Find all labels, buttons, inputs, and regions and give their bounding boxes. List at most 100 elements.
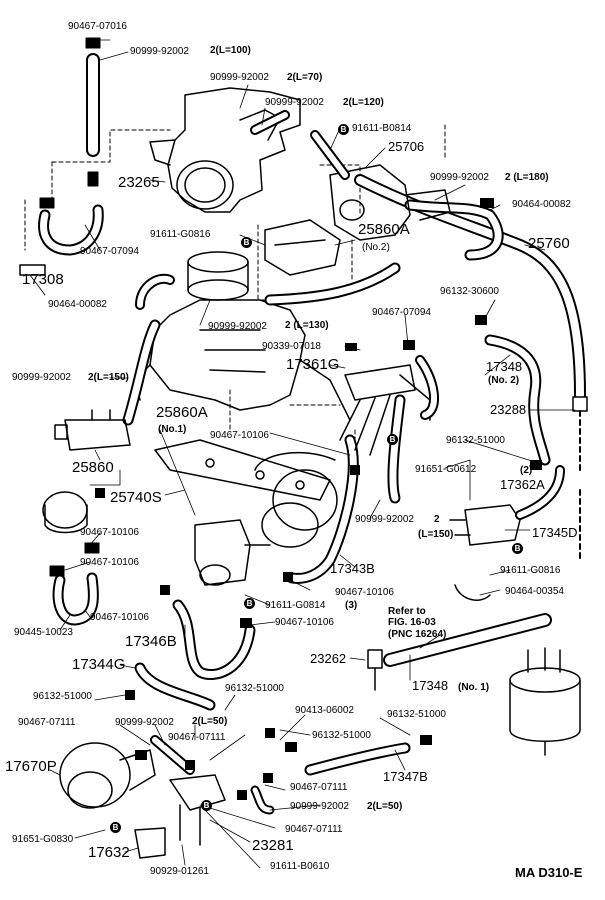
callout-b-icon: B <box>512 543 523 554</box>
callout-b-icon: B <box>387 434 398 445</box>
pipe-17348-no1 <box>383 613 552 667</box>
part-label: 17361G <box>286 356 340 373</box>
part-label: 90464-00082 <box>48 299 107 310</box>
vsv-23281 <box>169 774 226 846</box>
part-label: 96132-51000 <box>312 730 371 741</box>
clamp-icon <box>265 728 275 738</box>
throttle-body <box>329 164 451 241</box>
part-label: 23265 <box>118 174 160 191</box>
part-label-note: (No. 1) <box>458 682 490 693</box>
part-label: 17346B <box>125 633 177 650</box>
clamp-icon <box>283 572 293 582</box>
hose-17345d <box>515 465 565 520</box>
part-label: 90999-92002 <box>210 72 269 83</box>
part-label: 23288 <box>490 402 527 417</box>
part-label: 90467-10106 <box>80 527 139 538</box>
length-label: 2(L=50) <box>192 716 228 727</box>
clamp-icon <box>87 171 99 187</box>
length-label: 2(L=120) <box>343 97 384 108</box>
charcoal-canister <box>509 647 581 756</box>
part-label: 25860A <box>358 221 410 238</box>
part-label: 96132-51000 <box>446 435 505 446</box>
clamp-icon <box>530 460 542 470</box>
egr-valve <box>254 451 338 548</box>
length-label: (L=150) <box>418 529 454 540</box>
part-label: 17348 <box>412 678 449 693</box>
hose-17347b <box>304 742 411 776</box>
part-label: 90999-92002 <box>208 321 267 332</box>
part-label: 90339-07018 <box>262 341 321 352</box>
clamp-icon <box>263 773 273 783</box>
clamp-icon <box>240 618 252 628</box>
part-label: 90467-07016 <box>68 21 127 32</box>
part-label: 23262 <box>310 651 347 666</box>
part-label: 91611-B0814 <box>352 123 412 134</box>
bracket-top <box>264 219 341 276</box>
refer-note-line3: (PNC 16264) <box>388 629 447 640</box>
clamp-icon <box>160 585 170 595</box>
clamp-icon <box>95 488 105 498</box>
diagram-code: MA D310-E <box>515 865 583 880</box>
part-label: 96132-51000 <box>33 691 92 702</box>
hose-l150-center <box>415 355 440 420</box>
clamp-icon <box>39 197 55 209</box>
part-label: 25760 <box>528 235 570 252</box>
part-label: 17343B <box>330 561 375 576</box>
leader-lines <box>29 39 576 869</box>
part-label: 90999-92002 <box>430 172 489 183</box>
bracket-17632 <box>134 827 166 859</box>
hose-u-left <box>38 204 104 256</box>
pipe-17362a <box>449 504 521 546</box>
part-label: 90413-06002 <box>295 705 354 716</box>
hose-l180 <box>404 199 504 261</box>
bracket-17308 <box>19 264 46 276</box>
length-label: 2(L=100) <box>210 45 251 56</box>
hose-small-left <box>135 273 175 310</box>
vsv-canister <box>187 251 249 301</box>
hose-17344g <box>134 662 216 711</box>
part-label: 96132-51000 <box>387 709 446 720</box>
qty-label: (2) <box>520 465 533 476</box>
callout-b-icon: B <box>241 237 252 248</box>
hose-17346b <box>172 599 256 681</box>
part-label: 17347B <box>383 769 428 784</box>
length-label: 2 <box>434 514 440 525</box>
clamp-icon <box>185 760 195 770</box>
clamp-icon <box>84 542 100 554</box>
part-label: 90467-10106 <box>80 557 139 568</box>
clamp-icon <box>285 742 297 752</box>
hose-small-bottom <box>250 785 275 815</box>
hose-l120 <box>310 130 350 180</box>
leader-dashed <box>24 124 446 471</box>
part-label: 90464-00354 <box>505 586 564 597</box>
part-label: 91651-G0612 <box>415 464 477 475</box>
part-label: 90999-92002 <box>115 717 174 728</box>
bracket-plate <box>154 439 331 501</box>
hose-u-lower-left <box>52 572 99 626</box>
part-label: 90999-92002 <box>12 372 71 383</box>
callout-b-icon: B <box>338 124 349 135</box>
clamp-icon <box>237 790 247 800</box>
vsv-no1 <box>194 519 271 586</box>
clamp-icon <box>475 315 487 325</box>
part-label: 17362A <box>500 477 545 492</box>
part-label: 96132-30600 <box>440 286 499 297</box>
qty-label: (3) <box>345 600 358 611</box>
part-label: 90467-07111 <box>18 717 76 728</box>
part-label: 17348 <box>486 359 523 374</box>
bracket-00354 <box>454 584 491 601</box>
clamp-icon <box>135 750 147 760</box>
clamp-icon <box>403 340 415 350</box>
clamp-icon <box>49 565 65 577</box>
hose-l50-lower <box>150 735 195 775</box>
clamp-icon <box>125 690 135 700</box>
part-label: 17632 <box>88 844 130 861</box>
filter-23288 <box>572 396 588 412</box>
part-label: 90467-10106 <box>275 617 334 628</box>
part-label: 90999-92002 <box>290 801 349 812</box>
callout-b-icon: B <box>201 800 212 811</box>
part-label-note: (No. 2) <box>488 375 520 386</box>
part-label: 90467-10106 <box>90 612 149 623</box>
